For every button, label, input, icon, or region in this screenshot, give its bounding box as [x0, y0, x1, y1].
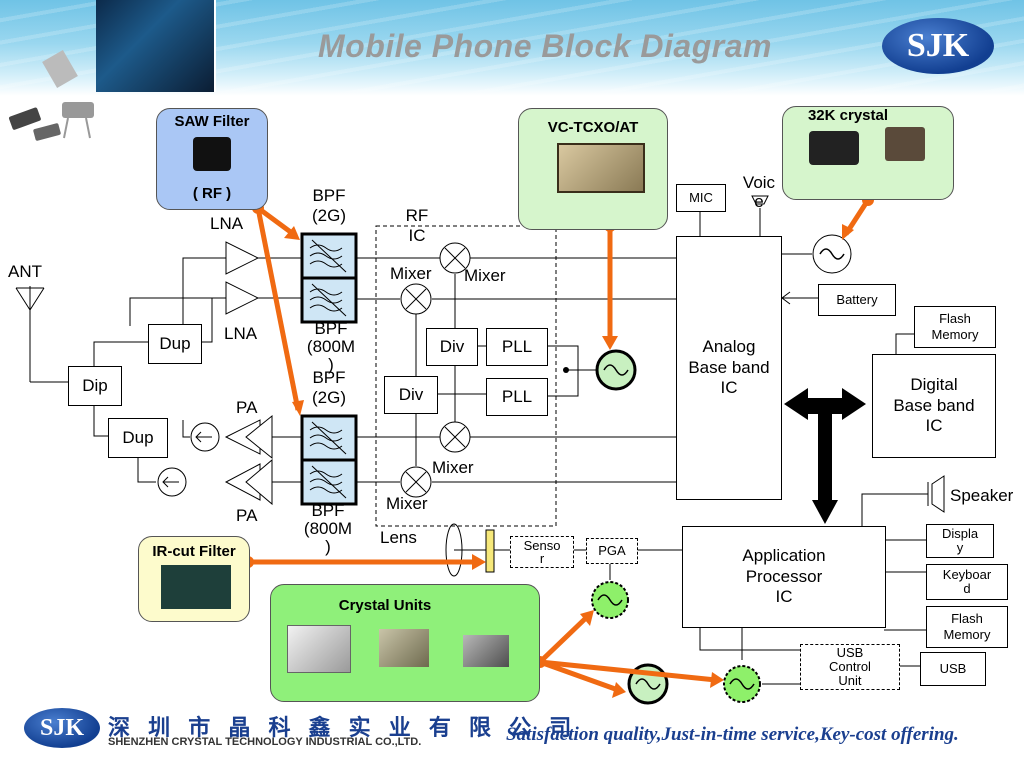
pa-label-1: PA	[236, 398, 258, 417]
lens-label: Lens	[380, 528, 417, 547]
pa-label-2: PA	[236, 506, 258, 525]
lna-label-1: LNA	[210, 214, 244, 233]
footer-sjk-logo: SJK	[24, 708, 100, 748]
tcxo-callout: VC-TCXO/AT	[518, 108, 668, 230]
company-name-cn: 深 圳 市 晶 科 鑫 实 业 有 限 公 司	[108, 715, 578, 740]
saw-filter-callout: SAW Filter ( RF )	[156, 108, 268, 210]
mixer-label-1: Mixer	[390, 264, 432, 283]
dup-block-1: Dup	[148, 324, 202, 364]
crystal-unit-icon-2	[379, 629, 429, 667]
crystal-units-callout: Crystal Units	[270, 584, 540, 702]
pll-block-2: PLL	[486, 378, 548, 416]
sensor-block: Senso r	[510, 536, 574, 568]
usb-control-unit-block: USB Control Unit	[800, 644, 900, 690]
crystal-photo-icon	[9, 50, 94, 141]
flash-memory-block-1: Flash Memory	[914, 306, 996, 348]
saw-filter-title: SAW Filter	[174, 113, 250, 130]
company-slogan: Satisfaction quality,Just-in-time servic…	[506, 724, 959, 745]
page-title: Mobile Phone Block Diagram	[318, 28, 772, 64]
tcxo-title: VC-TCXO/AT	[547, 119, 639, 136]
div-block-1: Div	[426, 328, 478, 366]
ircut-chip-icon	[161, 565, 231, 609]
dup-block-2: Dup	[108, 418, 168, 458]
tcxo-chip-icon	[557, 143, 645, 193]
ircut-filter-title: IR-cut Filter	[152, 543, 236, 560]
usb-block: USB	[920, 652, 986, 686]
mixer-label-3: Mixer	[432, 458, 474, 477]
rf-ic-label: RF IC	[405, 206, 429, 246]
ant-label: ANT	[8, 262, 42, 281]
crystal-units-title: Crystal Units	[338, 597, 432, 614]
header-photo	[96, 0, 216, 92]
crystal-unit-icon-3	[463, 635, 509, 667]
div-block-2: Div	[384, 376, 438, 414]
application-processor-block: Application Processor IC	[682, 526, 886, 628]
crystal-32k-chip-icon-2	[885, 127, 925, 161]
digital-baseband-block: Digital Base band IC	[872, 354, 996, 458]
saw-chip-icon	[193, 137, 231, 171]
sjk-logo: SJK	[882, 18, 994, 74]
company-name-en: SHENZHEN CRYSTAL TECHNOLOGY INDUSTRIAL C…	[108, 736, 422, 748]
mixer-label-2: Mixer	[464, 266, 506, 285]
speaker-label: Speaker	[950, 486, 1014, 505]
mixer-label-4: Mixer	[386, 494, 428, 513]
flash-memory-block-2: Flash Memory	[926, 606, 1008, 648]
dip-block: Dip	[68, 366, 122, 406]
battery-block: Battery	[818, 284, 896, 316]
pll-block-1: PLL	[486, 328, 548, 366]
mic-block: MIC	[676, 184, 726, 212]
voice-label: Voic e	[742, 173, 776, 211]
crystal-32k-title: 32K crystal	[807, 107, 889, 124]
lna-label-2: LNA	[224, 324, 258, 343]
bpf-label-1: BPF (2G)	[312, 186, 346, 226]
crystal-32k-callout: 32K crystal	[782, 106, 954, 200]
bpf-label-2: BPF (800M )	[306, 319, 356, 374]
keyboard-block: Keyboar d	[926, 564, 1008, 600]
pga-block: PGA	[586, 538, 638, 564]
bpf-label-4: BPF (800M )	[303, 501, 353, 556]
ircut-filter-callout: IR-cut Filter	[138, 536, 250, 622]
lens-icon	[445, 523, 463, 577]
saw-filter-sub: ( RF )	[192, 185, 232, 202]
crystal-32k-chip-icon-1	[809, 131, 859, 165]
display-block: Displa y	[926, 524, 994, 558]
crystal-unit-icon-1	[287, 625, 351, 673]
analog-baseband-block: Analog Base band IC	[676, 236, 782, 500]
bpf-label-3: BPF (2G)	[312, 368, 346, 408]
